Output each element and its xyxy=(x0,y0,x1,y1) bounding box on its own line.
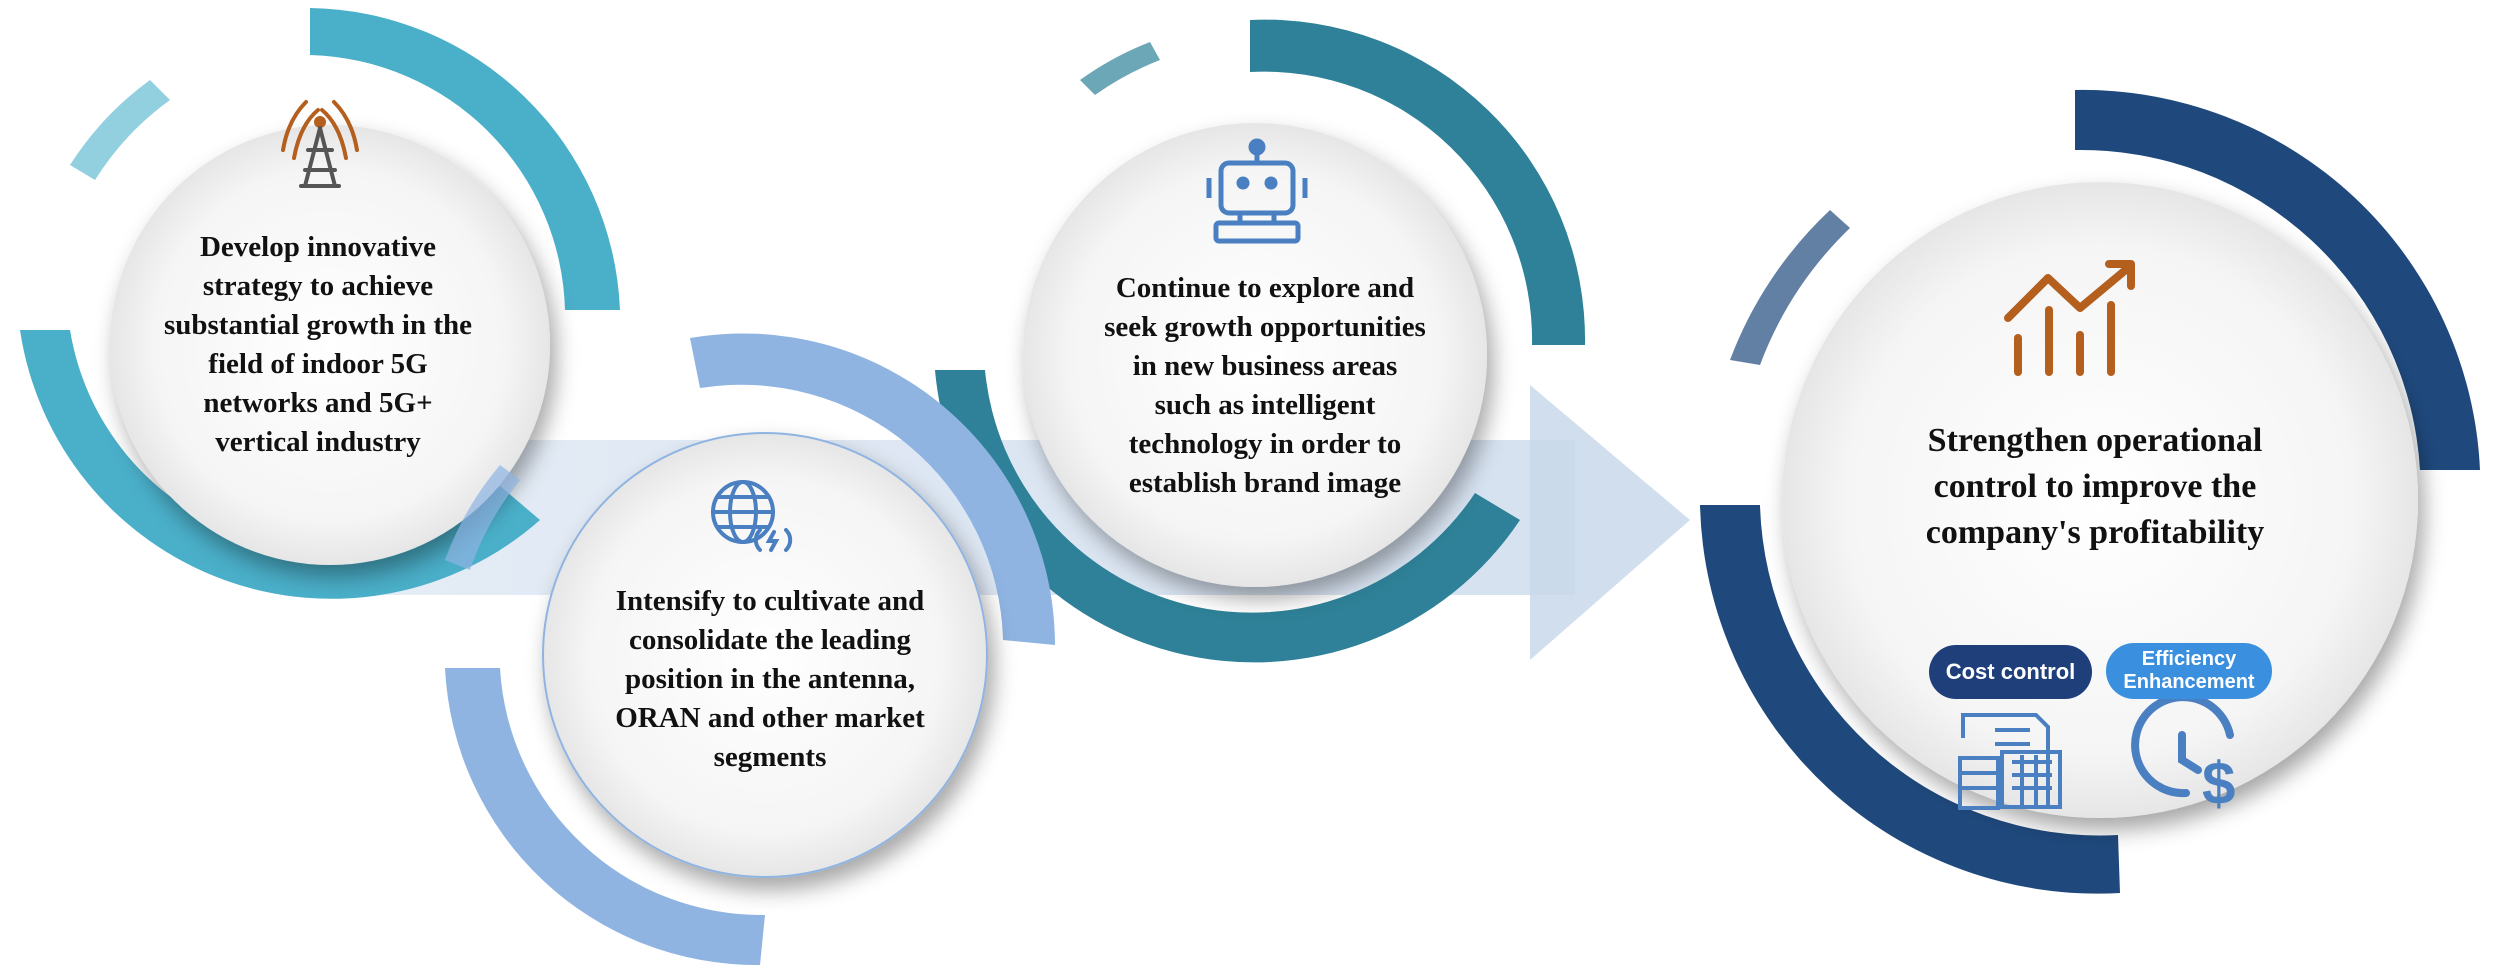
step-4-text: Strengthen operational control to improv… xyxy=(1925,422,2265,551)
step-4-ring xyxy=(1700,89,2480,894)
globe-signal-icon xyxy=(711,480,793,552)
step-3-disc xyxy=(1023,123,1487,587)
robot-icon xyxy=(1206,138,1308,244)
step-1-ring xyxy=(20,8,620,599)
step-3-text: Continue to explore and seek growth oppo… xyxy=(1104,272,1426,499)
signal-tower-icon xyxy=(281,100,359,188)
cost-control-badge: Cost control xyxy=(1929,645,2092,699)
clock-dollar-icon: $ xyxy=(2131,693,2235,817)
step-2-ring xyxy=(445,333,1055,966)
step-1-text: Develop innovative strategy to achieve s… xyxy=(163,231,473,458)
step-1-disc xyxy=(110,125,550,565)
efficiency-enhancement-badge: Efficiency Enhancement xyxy=(2106,643,2272,699)
document-building-icon xyxy=(1958,713,2062,810)
step-2-disc xyxy=(542,432,988,878)
growth-chart-icon xyxy=(2004,260,2135,376)
step-2-text: Intensify to cultivate and consolidate t… xyxy=(615,585,925,773)
step-3-ring xyxy=(935,19,1586,663)
svg-text:$: $ xyxy=(2202,750,2235,817)
